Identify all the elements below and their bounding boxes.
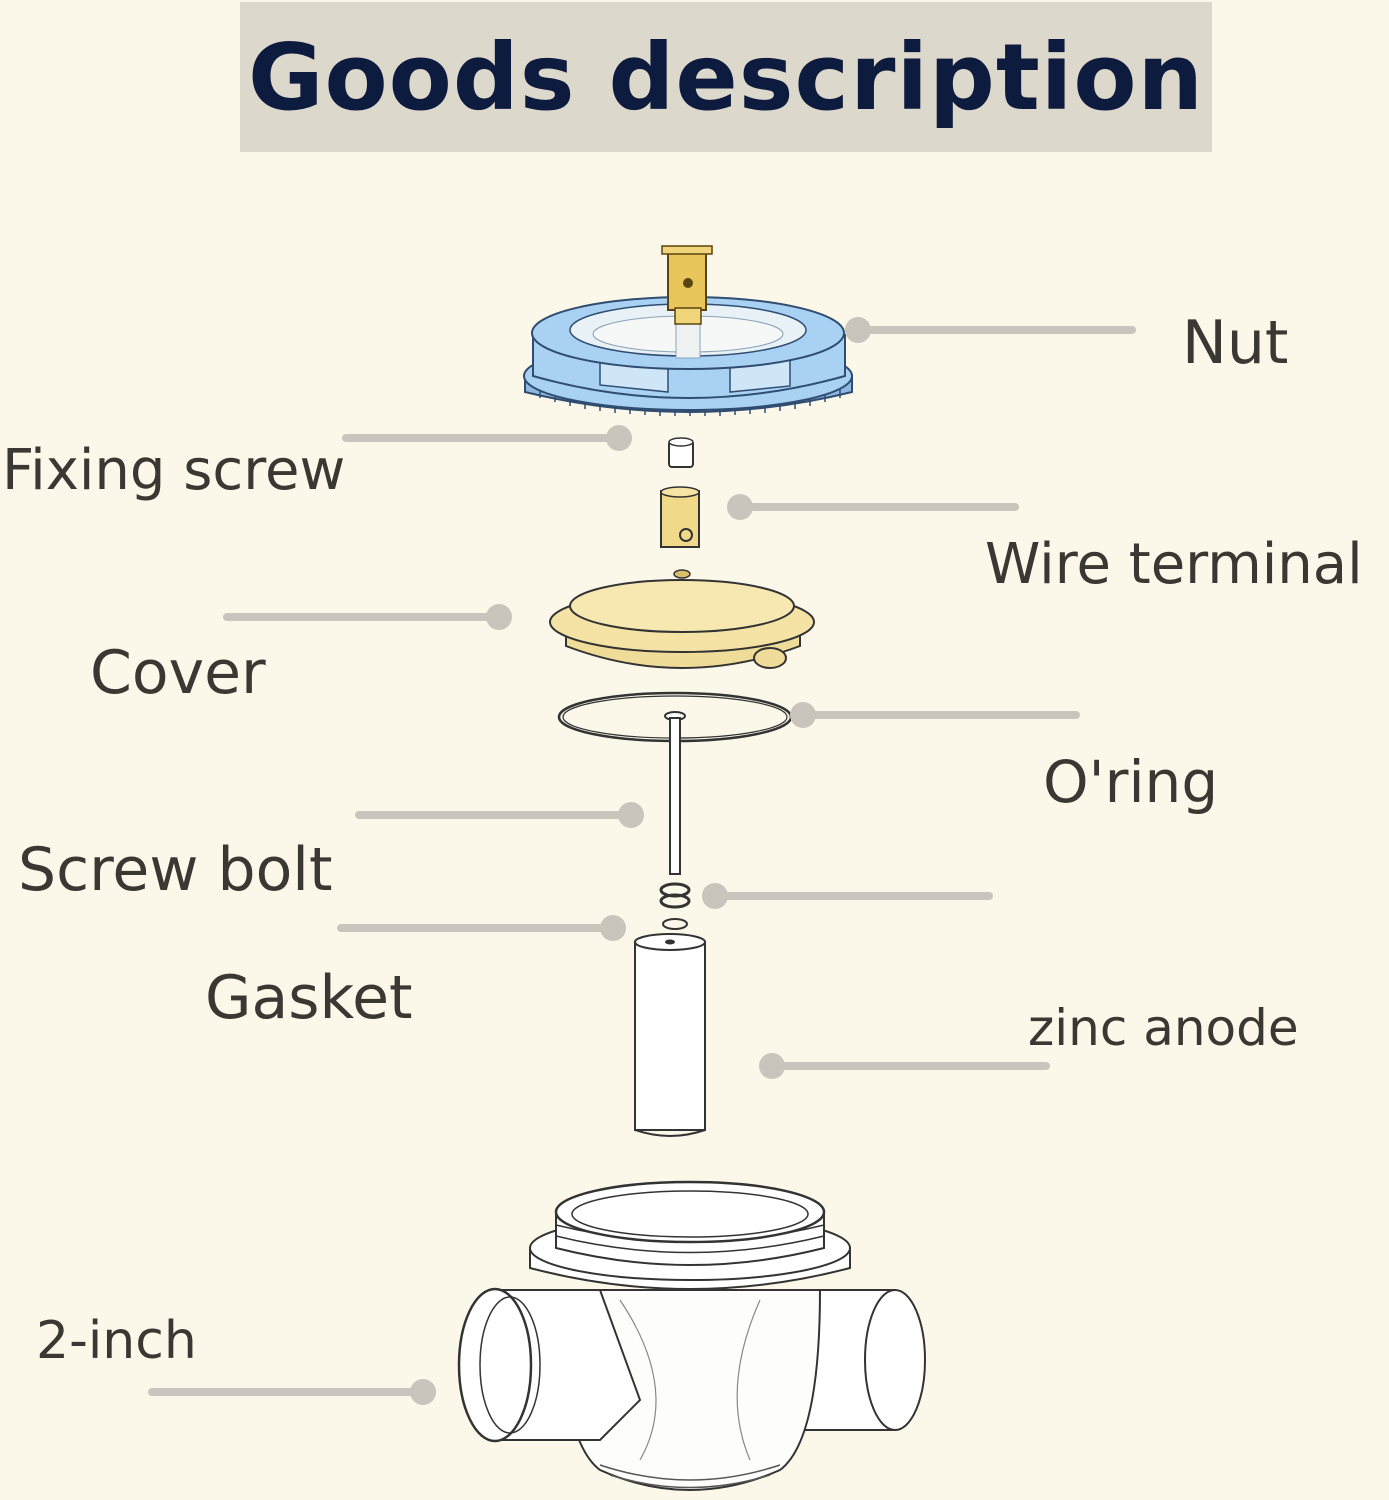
cover-part [549,569,815,669]
zinc-anode-leader [759,1053,1050,1079]
label-screw-bolt: Screw bolt [18,835,333,905]
label-oring: O'ring [1043,748,1219,816]
label-wire-terminal: Wire terminal [985,532,1363,597]
nut-part [523,245,853,416]
label-nut: Nut [1182,308,1289,378]
label-cover: Cover [90,638,266,708]
screw-bolt-leader [355,802,644,828]
gasket-part [659,882,691,930]
pipe-leader [148,1379,436,1405]
label-fixing-screw: Fixing screw [2,438,346,503]
cover-leader [223,604,512,630]
pipe-body-part [457,1180,926,1491]
fixing-screw-part [668,437,694,468]
wire-terminal-leader [727,494,1019,520]
spring-leader [702,883,993,909]
label-zinc-anode: zinc anode [1028,999,1299,1057]
screw-bolt-part [664,711,686,875]
title-banner: Goods description [240,2,1212,152]
label-gasket: Gasket [205,963,413,1033]
gasket-leader [337,915,626,941]
nut-leader [845,317,1136,343]
oring-leader [790,702,1080,728]
label-2-inch: 2-inch [36,1311,197,1371]
wire-terminal-part [660,486,700,548]
zinc-anode-part [634,933,706,1137]
fixing-screw-leader [342,425,632,451]
page-title: Goods description [247,23,1205,131]
